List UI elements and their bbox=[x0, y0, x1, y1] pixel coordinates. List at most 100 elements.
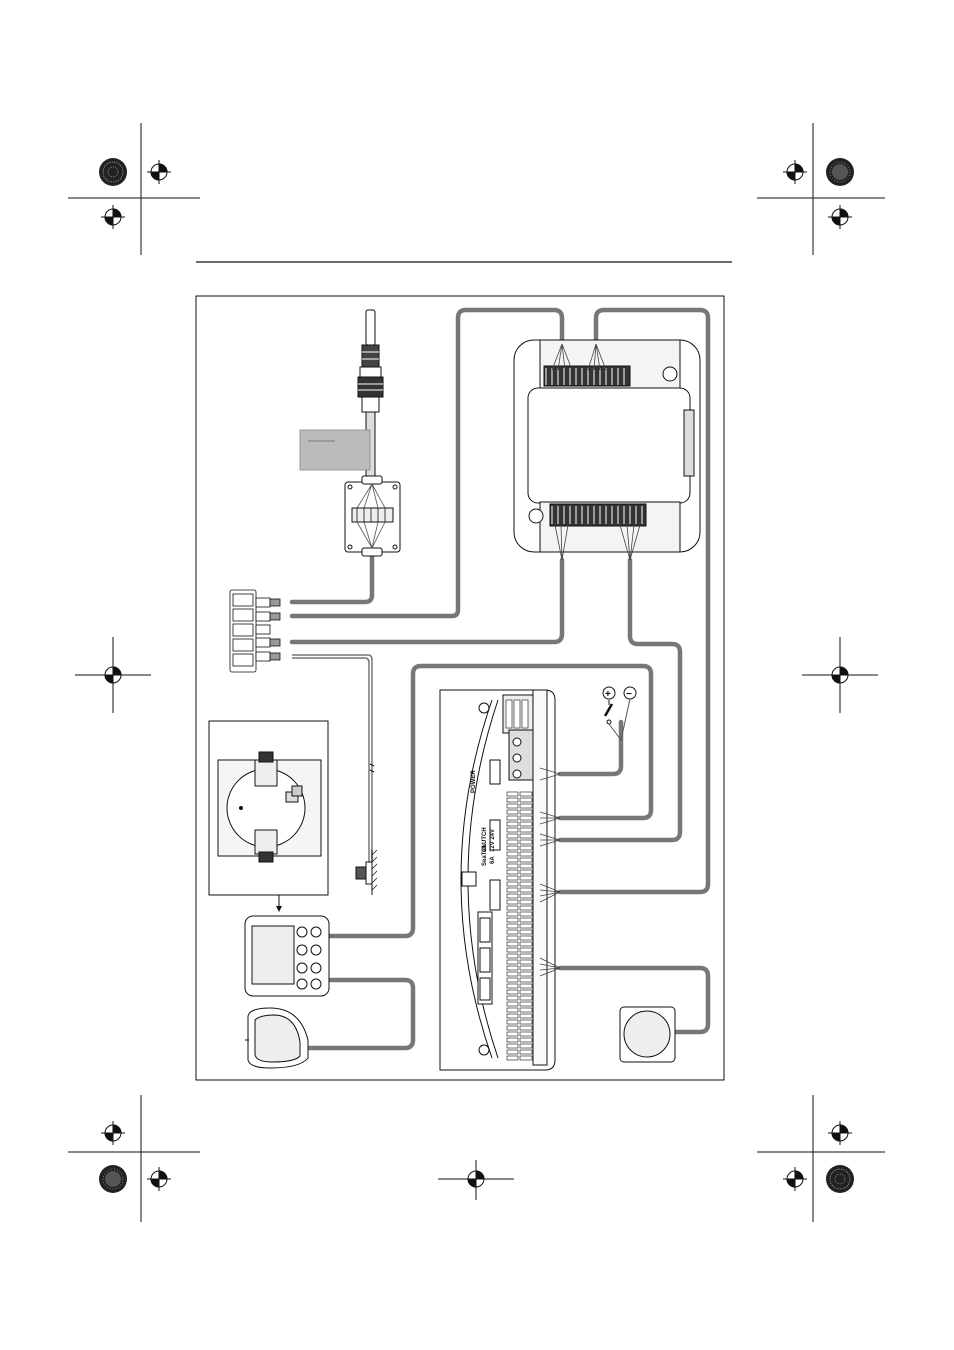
board-terminal-screw bbox=[507, 942, 518, 946]
board-terminal bbox=[520, 894, 532, 898]
board-terminal-screw bbox=[507, 954, 518, 958]
course-computer bbox=[514, 340, 700, 552]
board-terminal bbox=[520, 810, 532, 814]
board-terminal bbox=[520, 978, 532, 982]
board-terminal bbox=[520, 822, 532, 826]
board-terminal bbox=[520, 912, 532, 916]
board-terminal-screw bbox=[507, 798, 518, 802]
board-terminal bbox=[520, 942, 532, 946]
power-label: POWER bbox=[471, 770, 477, 793]
board-terminal-screw bbox=[507, 858, 518, 862]
board-terminal bbox=[520, 918, 532, 922]
board-terminal-screw bbox=[507, 1038, 518, 1042]
board-terminal bbox=[520, 864, 532, 868]
board-terminal-screw bbox=[507, 1050, 518, 1054]
board-terminal bbox=[520, 960, 532, 964]
board-terminal-screw bbox=[507, 852, 518, 856]
compass-sensor bbox=[620, 1007, 675, 1062]
distribution-board bbox=[440, 690, 555, 1070]
board-terminal bbox=[520, 1032, 532, 1036]
negative-terminal: − bbox=[626, 689, 632, 700]
junction-box bbox=[345, 476, 400, 556]
board-terminal-screw bbox=[507, 978, 518, 982]
board-terminal-screw bbox=[507, 906, 518, 910]
board-terminal bbox=[520, 798, 532, 802]
board-terminal bbox=[520, 1008, 532, 1012]
bulkhead-plate bbox=[300, 430, 370, 470]
board-terminal bbox=[520, 1014, 532, 1018]
voltage-label: 12V 24V bbox=[490, 829, 496, 852]
starburst-mark-top-right bbox=[826, 158, 854, 186]
starburst-mark-top-left bbox=[99, 158, 127, 186]
inset-panel bbox=[209, 721, 328, 895]
board-terminal bbox=[520, 984, 532, 988]
board-terminal bbox=[520, 1050, 532, 1054]
board-terminal bbox=[520, 1044, 532, 1048]
board-terminal bbox=[520, 876, 532, 880]
board-terminal-screw bbox=[507, 924, 518, 928]
seatalk-label: SeaTalk bbox=[482, 843, 488, 866]
board-terminal bbox=[514, 700, 520, 728]
board-terminal bbox=[520, 972, 532, 976]
board-terminal bbox=[506, 700, 512, 728]
board-terminal-screw bbox=[507, 864, 518, 868]
board-terminal-screw bbox=[507, 876, 518, 880]
board-terminal bbox=[520, 888, 532, 892]
board-terminal-screw bbox=[507, 900, 518, 904]
board-terminal-screw bbox=[507, 1020, 518, 1024]
control-display bbox=[245, 916, 329, 996]
board-terminal bbox=[520, 936, 532, 940]
board-terminal bbox=[520, 852, 532, 856]
board-terminal-screw bbox=[507, 1026, 518, 1030]
board-terminal-screw bbox=[507, 972, 518, 976]
board-terminal-screw bbox=[507, 966, 518, 970]
board-terminal-screw bbox=[507, 840, 518, 844]
board-terminal-screw bbox=[507, 846, 518, 850]
board-terminal-screw bbox=[507, 990, 518, 994]
board-terminal-screw bbox=[507, 810, 518, 814]
board-terminal bbox=[520, 1002, 532, 1006]
board-terminal-screw bbox=[507, 918, 518, 922]
board-terminal-screw bbox=[507, 816, 518, 820]
board-terminal-screw bbox=[507, 930, 518, 934]
board-terminal bbox=[520, 954, 532, 958]
board-terminal-screw bbox=[507, 912, 518, 916]
board-terminal-screw bbox=[507, 804, 518, 808]
board-terminal bbox=[520, 858, 532, 862]
board-terminal-screw bbox=[507, 792, 518, 796]
board-terminal-screw bbox=[507, 822, 518, 826]
board-terminal-screw bbox=[507, 948, 518, 952]
board-terminal-screw bbox=[507, 1032, 518, 1036]
board-terminal bbox=[520, 792, 532, 796]
board-terminal bbox=[520, 906, 532, 910]
board-terminal bbox=[520, 816, 532, 820]
board-terminal-screw bbox=[507, 1056, 518, 1060]
board-terminal bbox=[520, 828, 532, 832]
board-terminal-screw bbox=[507, 1014, 518, 1018]
board-terminal-screw bbox=[507, 936, 518, 940]
board-terminal bbox=[520, 996, 532, 1000]
board-terminal bbox=[522, 700, 528, 728]
board-terminal-screw bbox=[507, 834, 518, 838]
starburst-mark-bottom-left bbox=[99, 1165, 127, 1193]
board-terminal-screw bbox=[507, 996, 518, 1000]
board-terminal bbox=[520, 840, 532, 844]
board-terminal bbox=[520, 1026, 532, 1030]
board-terminal-screw bbox=[507, 984, 518, 988]
board-terminal bbox=[520, 948, 532, 952]
positive-terminal: + bbox=[605, 689, 611, 700]
board-terminal-screw bbox=[507, 870, 518, 874]
board-terminal-screw bbox=[507, 960, 518, 964]
fuse-label: 6A bbox=[490, 856, 496, 864]
board-terminal bbox=[520, 870, 532, 874]
board-terminal bbox=[520, 1038, 532, 1042]
starburst-mark-bottom-right bbox=[826, 1165, 854, 1193]
board-terminal-screw bbox=[507, 1008, 518, 1012]
board-terminal bbox=[520, 804, 532, 808]
board-terminal bbox=[520, 990, 532, 994]
board-terminal bbox=[520, 930, 532, 934]
board-terminal bbox=[520, 1056, 532, 1060]
board-terminal bbox=[520, 846, 532, 850]
board-terminal bbox=[520, 966, 532, 970]
